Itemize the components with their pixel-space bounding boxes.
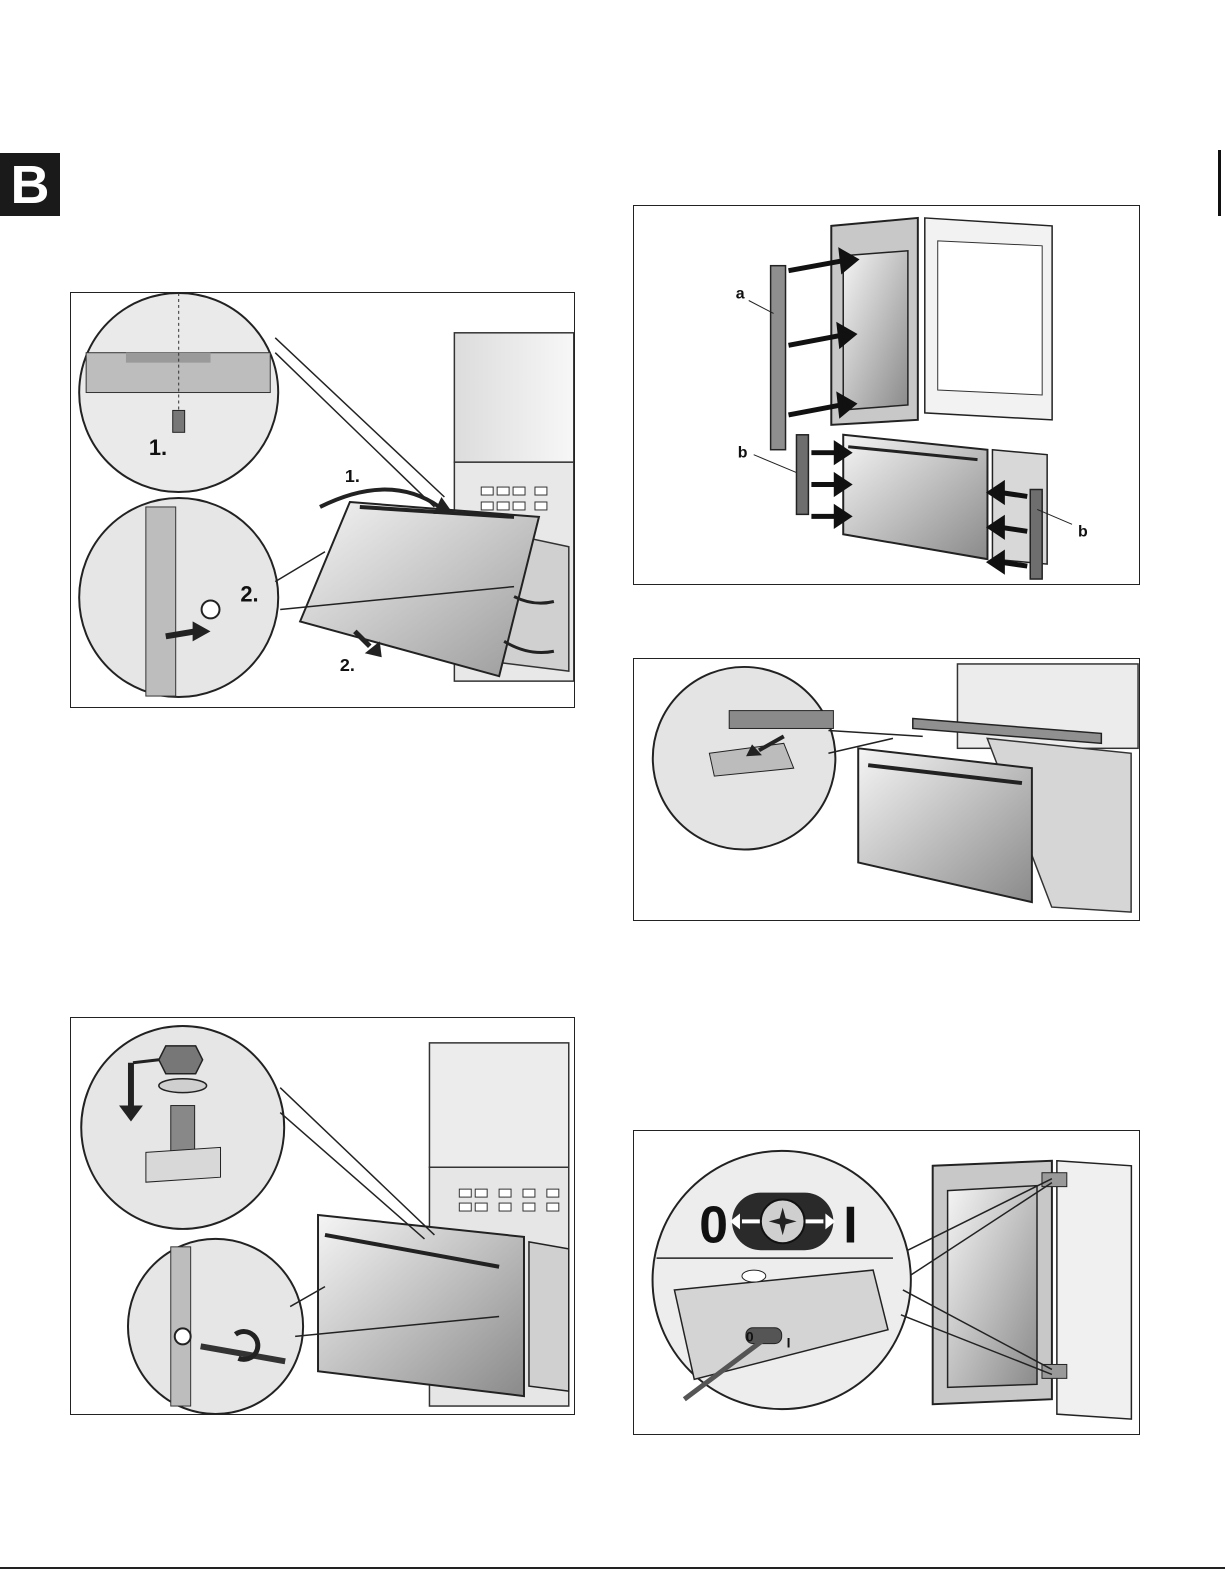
figure-hinge-adjustment: 0 I 0 I bbox=[633, 1130, 1140, 1435]
section-badge: B bbox=[0, 153, 60, 216]
figure-drawer-front-removal-illustration: 1. 2. 1. 2. bbox=[71, 293, 574, 707]
figure-drawer-fastening bbox=[70, 1017, 575, 1415]
label-a: a bbox=[736, 286, 745, 303]
figure-top-strip-illustration bbox=[634, 659, 1139, 920]
step-label-main-1: 1. bbox=[345, 466, 360, 486]
scale-max-label: I bbox=[843, 1195, 857, 1253]
figure-top-strip bbox=[633, 658, 1140, 921]
figure-trim-strips: a b b bbox=[633, 205, 1140, 585]
figure-hinge-adjustment-illustration: 0 I 0 I bbox=[634, 1131, 1139, 1434]
dial-min-label: 0 bbox=[746, 1329, 754, 1345]
scale-min-label: 0 bbox=[699, 1195, 728, 1253]
label-b-left: b bbox=[738, 445, 748, 462]
figure-drawer-fastening-illustration bbox=[71, 1018, 574, 1414]
figure-trim-strips-illustration: a b b bbox=[634, 206, 1139, 584]
page-bottom-rule bbox=[0, 1567, 1225, 1569]
step-label-zoom-1: 1. bbox=[149, 435, 167, 460]
figure-drawer-front-removal: 1. 2. 1. 2. bbox=[70, 292, 575, 708]
page-edge-mark bbox=[1218, 150, 1221, 216]
step-label-zoom-2: 2. bbox=[240, 582, 258, 607]
step-label-main-2: 2. bbox=[340, 655, 355, 675]
label-b-right: b bbox=[1078, 523, 1088, 540]
dial-max-label: I bbox=[787, 1335, 791, 1351]
